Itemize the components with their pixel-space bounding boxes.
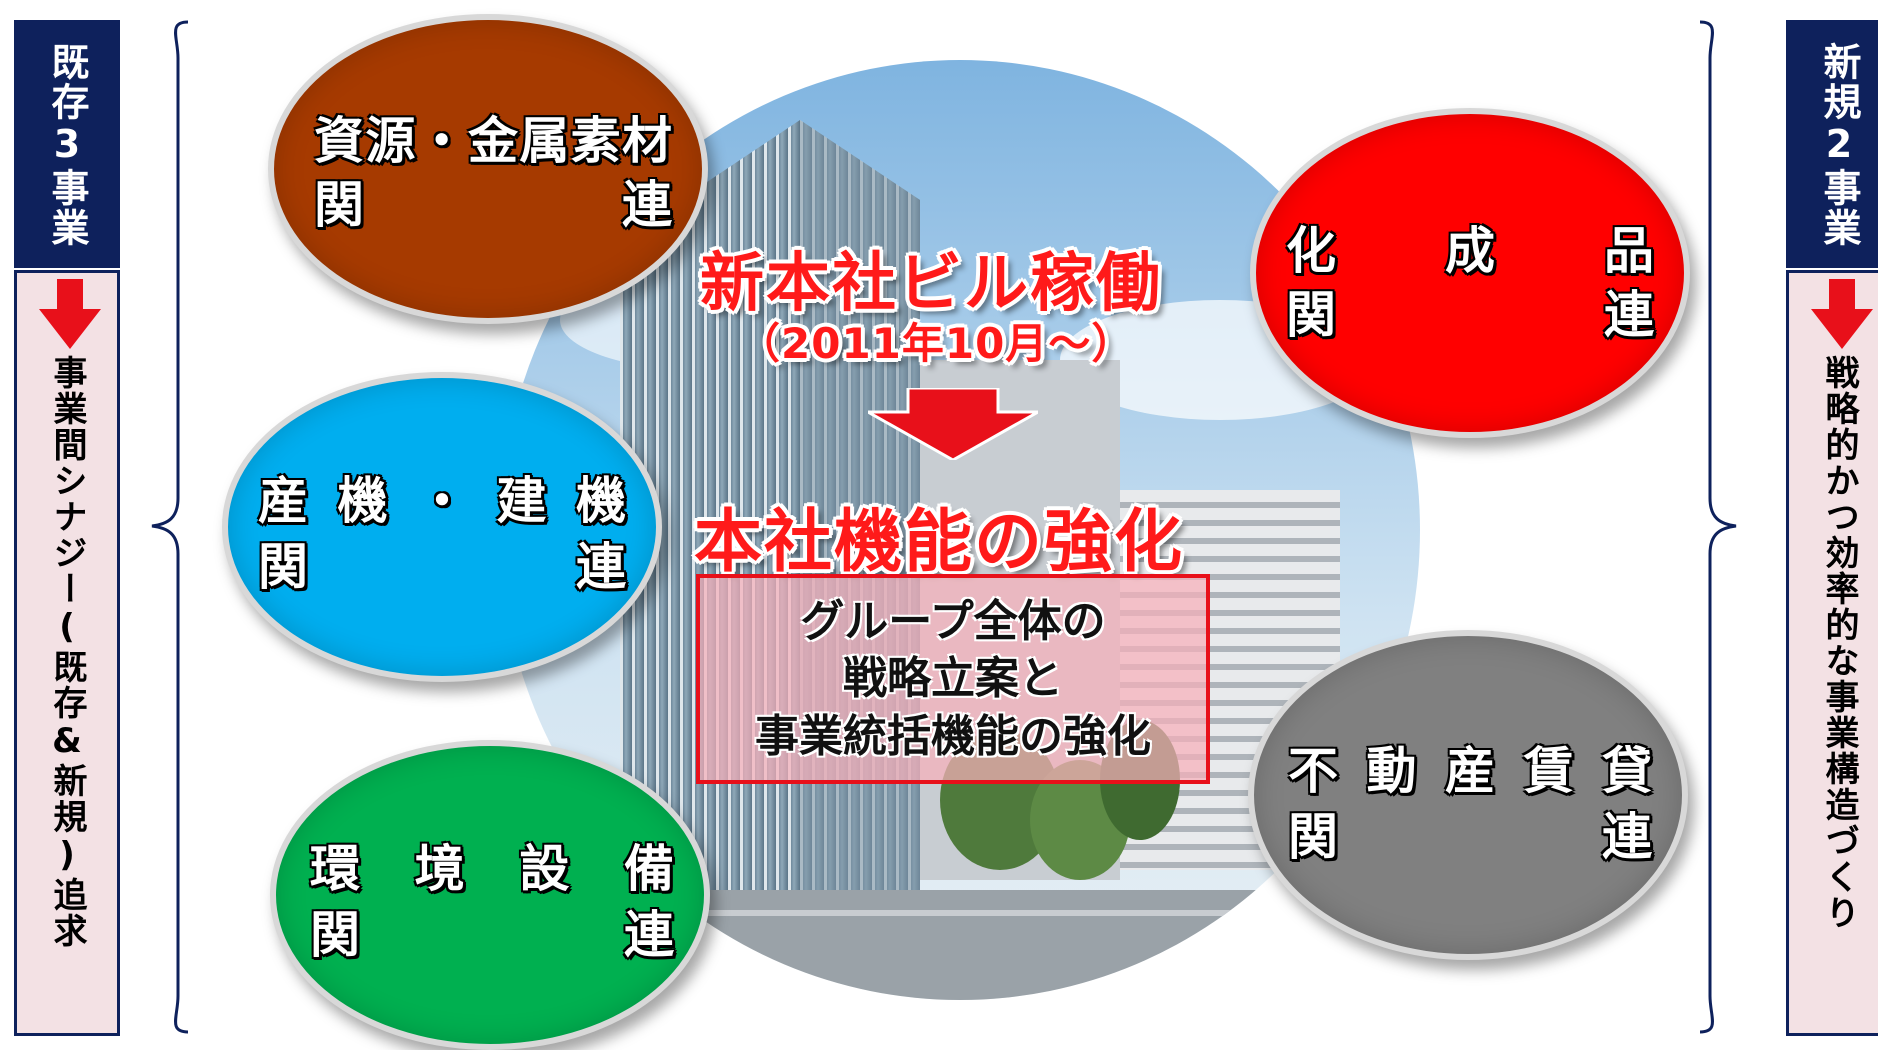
oval-char: 資 <box>314 112 364 170</box>
left-panel-body-text: 事業間シナジー(既存&新規)追求 <box>47 355 87 949</box>
oval-char: 成 <box>1445 222 1495 280</box>
right-panel-body: 戦略的かつ効率的な事業構造づくり <box>1786 270 1878 1036</box>
strategy-box: グループ全体の 戦略立案と 事業統括機能の強化 <box>696 574 1210 784</box>
business-oval-machinery: 産 機 ・ 建 機 関 連 <box>222 372 662 682</box>
oval-char: 連 <box>622 176 672 234</box>
oval-line2: 関 連 <box>314 180 672 230</box>
strategy-line: 事業統括機能の強化 <box>755 710 1151 762</box>
oval-char: 連 <box>1604 286 1654 344</box>
oval-char: 化 <box>1286 222 1336 280</box>
oval-line2: 関 連 <box>1286 290 1654 340</box>
oval-char: 連 <box>576 538 626 596</box>
left-panel-body: 事業間シナジー(既存&新規)追求 <box>14 270 120 1036</box>
center-date: （2011年10月～） <box>738 319 1135 368</box>
left-brace <box>151 20 189 1034</box>
oval-char: 産 <box>1445 742 1495 800</box>
oval-char: 関 <box>258 538 308 596</box>
left-panel-header: 既存3事業 <box>14 20 120 268</box>
oval-line1: 産 機 ・ 建 機 <box>258 476 626 526</box>
strategy-line: グループ全体の <box>800 596 1106 648</box>
oval-char: 金 <box>467 112 518 170</box>
business-oval-environment: 環 境 設 備 関 連 <box>270 740 710 1050</box>
business-oval-real-estate: 不 動 産 賃 貸 関 連 <box>1248 630 1688 960</box>
down-arrow-icon <box>868 388 1038 460</box>
oval-char: 産 <box>258 472 308 530</box>
left-panel: 既存3事業 事業間シナジー(既存&新規)追求 <box>14 20 120 1036</box>
right-panel-header: 新規2事業 <box>1786 20 1878 268</box>
oval-char: 不 <box>1288 742 1338 800</box>
oval-char: 備 <box>623 840 674 898</box>
oval-char: 関 <box>1286 286 1336 344</box>
oval-char: 関 <box>310 906 360 964</box>
oval-char: 素 <box>570 112 621 170</box>
oval-char: 動 <box>1366 742 1417 800</box>
oval-char: 連 <box>624 906 674 964</box>
oval-char: ・ <box>417 472 467 530</box>
right-panel-body-text: 戦略的かつ効率的な事業構造づくり <box>1819 355 1859 931</box>
oval-char: 属 <box>519 112 570 170</box>
right-panel: 新規2事業 戦略的かつ効率的な事業構造づくり <box>1786 20 1878 1036</box>
oval-line1: 資 源 ・ 金 属 素 材 <box>314 116 672 166</box>
oval-char: 機 <box>337 472 388 530</box>
oval-char: 機 <box>576 472 626 530</box>
left-panel-header-text: 既存3事業 <box>45 42 89 248</box>
oval-char: 源 <box>365 112 416 170</box>
oval-char: 賃 <box>1523 742 1574 800</box>
oval-line2: 関 連 <box>310 910 674 960</box>
oval-line1: 化 成 品 <box>1286 226 1654 276</box>
oval-char: ・ <box>416 112 467 170</box>
down-arrow-icon <box>39 279 101 349</box>
right-panel-header-text: 新規2事業 <box>1817 42 1861 248</box>
oval-char: 連 <box>1602 808 1652 866</box>
strategy-line: 戦略立案と <box>843 653 1063 705</box>
center-title: 新本社ビル稼働 <box>700 247 1162 321</box>
oval-char: 関 <box>1288 808 1338 866</box>
oval-line1: 環 境 設 備 <box>310 844 674 894</box>
oval-char: 建 <box>496 472 547 530</box>
oval-char: 関 <box>314 176 364 234</box>
oval-line2: 関 連 <box>1288 812 1652 862</box>
oval-line2: 関 連 <box>258 542 626 592</box>
business-oval-chemicals: 化 成 品 関 連 <box>1250 108 1690 438</box>
oval-char: 設 <box>519 840 570 898</box>
down-arrow-icon <box>1811 279 1873 349</box>
oval-char: 材 <box>621 112 672 170</box>
oval-char: 環 <box>310 840 360 898</box>
oval-char: 品 <box>1604 222 1654 280</box>
oval-char: 境 <box>414 840 465 898</box>
oval-line1: 不 動 産 賃 貸 <box>1288 746 1652 796</box>
business-oval-resources: 資 源 ・ 金 属 素 材 関 連 <box>268 14 708 324</box>
center-result: 本社機能の強化 <box>694 503 1185 582</box>
right-brace <box>1699 20 1737 1034</box>
oval-char: 貸 <box>1602 742 1652 800</box>
